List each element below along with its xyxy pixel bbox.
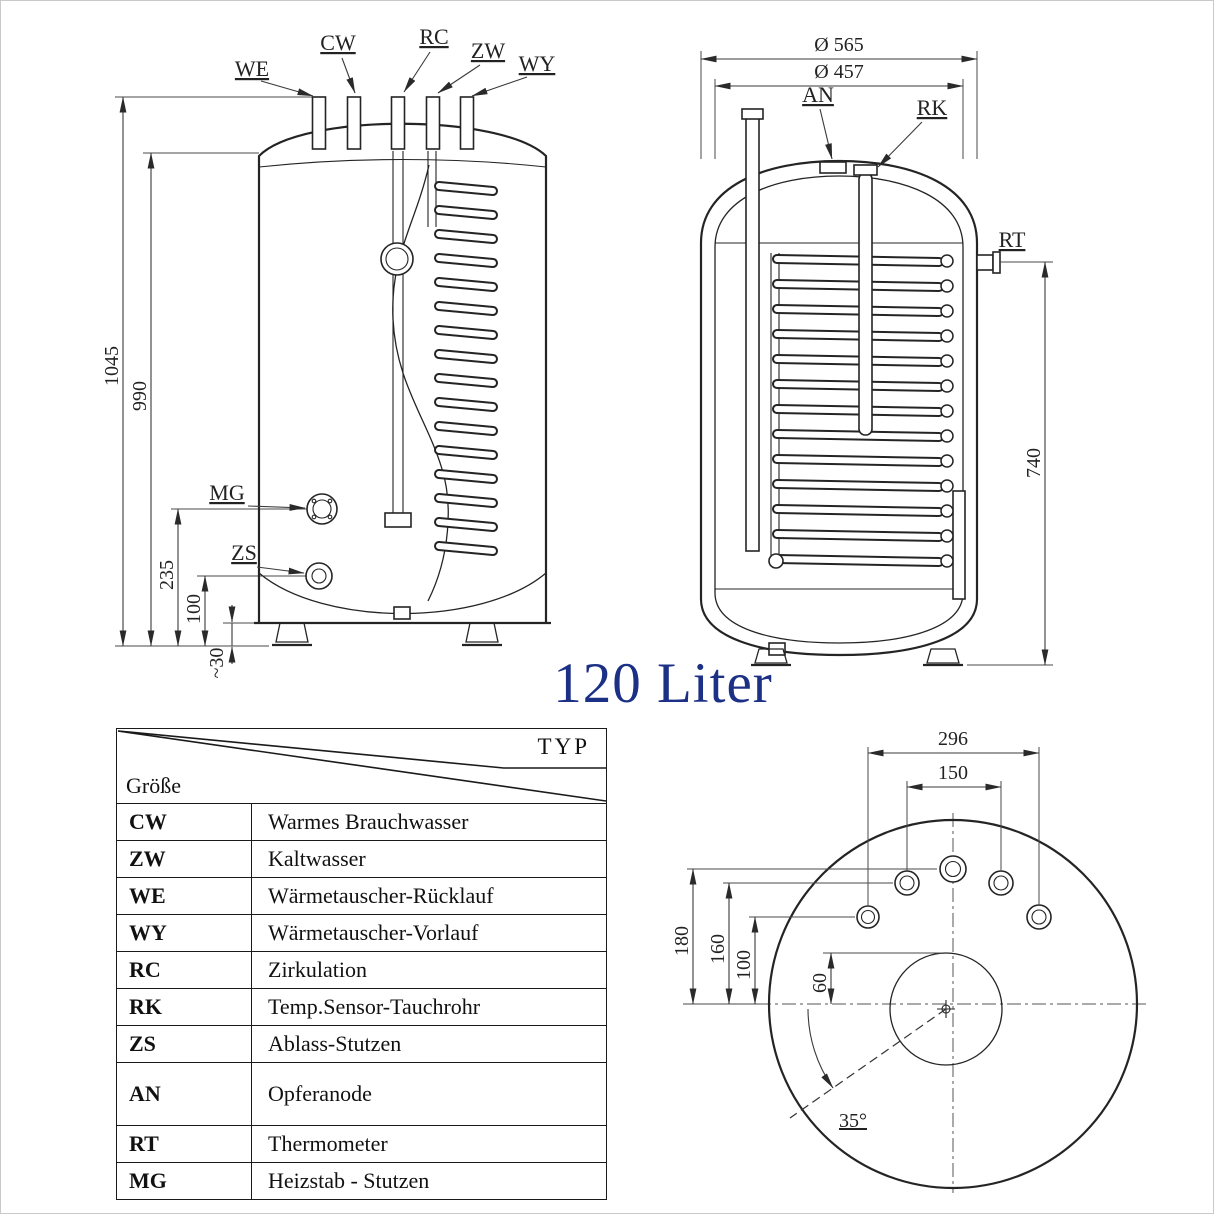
legend-header-cell: TYP Größe [116,728,607,804]
legend-code: CW [116,803,252,841]
top-view-ports [856,855,1052,930]
zs-port [305,562,333,590]
dim-span-outer-label: 296 [938,728,968,750]
an-fitting [819,161,847,174]
legend-desc: Temp.Sensor-Tauchrohr [251,988,607,1026]
section-feet [751,648,963,667]
flange-circle [889,952,1003,1066]
section-inner-vessel [714,175,964,644]
legend-header-typ: TYP [537,734,590,759]
dim-outer-diameter-label: Ø 565 [814,34,863,56]
legend-code: ZW [116,840,252,878]
legend-desc: Wärmetauscher-Rücklauf [251,877,607,915]
legend-desc: Ablass-Stutzen [251,1025,607,1063]
rk-sensor-tube [853,164,878,436]
dim-inner-diameter-label: Ø 457 [814,61,863,83]
dim-offset-60-label: 60 [809,973,831,993]
legend-desc: Wärmetauscher-Vorlauf [251,914,607,952]
section-view: Ø 565 Ø 457 [699,34,1053,667]
dim-total-height-label: 1045 [101,346,123,386]
legend-code: RC [116,951,252,989]
top-connection-pipes [311,96,475,150]
dim-angle-label: 35° [839,1110,867,1132]
legend-code: ZS [116,1025,252,1063]
coil-front [439,186,493,551]
legend-desc: Zirkulation [251,951,607,989]
label-cw: CW [320,30,356,55]
label-zw: ZW [471,38,505,63]
legend-header-row: TYP Größe [116,728,607,804]
label-we: WE [235,56,269,81]
legend-desc: Warmes Brauchwasser [251,803,607,841]
mg-port [306,493,338,525]
rt-nozzle [976,251,1001,274]
top-view: 296 150 180 160 100 60 35° [671,728,1149,1193]
dim-zs-height-label: 100 [183,594,205,624]
label-an: AN [802,82,834,107]
dim-mg-height-label: 235 [156,560,178,590]
anode-rod [741,108,764,552]
legend-code: RT [116,1125,252,1163]
dim-body-height-label: 990 [129,381,151,411]
legend-desc: Thermometer [251,1125,607,1163]
header-diagonal-lines [117,730,606,802]
legend-desc: Kaltwasser [251,840,607,878]
front-feet [272,622,502,647]
legend-code: WY [116,914,252,952]
legend-desc: Heizstab - Stutzen [251,1162,607,1200]
legend-code: RK [116,988,252,1026]
dim-offset-100-label: 100 [733,950,755,980]
legend-header-size: Größe [126,773,181,798]
label-mg: MG [209,480,245,505]
dim-span-inner-label: 150 [938,762,968,784]
label-rk: RK [917,95,948,120]
label-rc: RC [419,24,448,49]
dim-offset-160-label: 160 [707,934,729,964]
dim-foot-height-label: ~30 [206,648,228,679]
label-wy: WY [519,51,556,76]
legend-desc: Opferanode [251,1062,607,1126]
tank-top-outline [767,818,1139,1190]
legend-code: WE [116,877,252,915]
capacity-title: 120 Liter [553,652,773,715]
label-zs: ZS [231,540,257,565]
dim-offset-180-label: 180 [671,926,693,956]
legend-code: MG [116,1162,252,1200]
legend-code: AN [116,1062,252,1126]
label-rt: RT [999,227,1026,252]
dim-rt-height-label: 740 [1023,448,1045,478]
front-view: 1045 990 235 100 ~30 [101,24,555,678]
